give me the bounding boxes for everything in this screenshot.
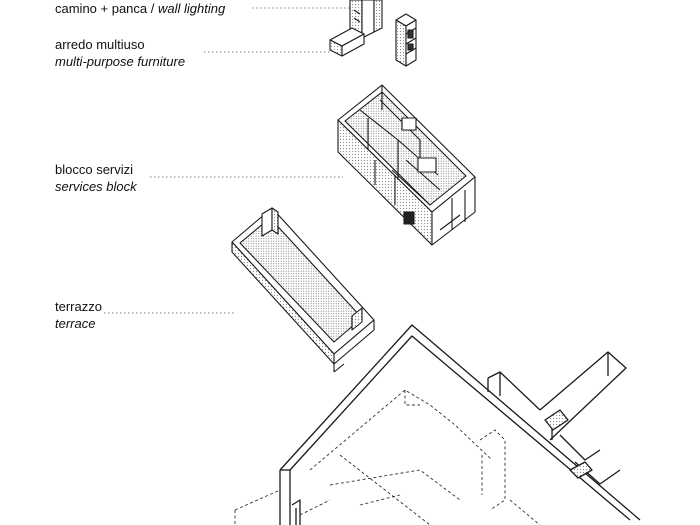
label-terrace-en: terrace <box>55 316 96 331</box>
leader-lines <box>104 7 352 314</box>
label-furniture-en: multi-purpose furniture <box>55 54 186 69</box>
label-fireplace-italic: wall lighting <box>157 1 226 16</box>
label-services: blocco servizi services block <box>55 161 137 195</box>
label-services-it: blocco servizi <box>55 162 134 177</box>
multipurpose-furniture-drawing <box>395 13 417 67</box>
label-fireplace-text: camino + panca / <box>55 1 158 16</box>
label-furniture-it: arredo multiuso <box>55 37 145 52</box>
label-fireplace: camino + panca / wall lighting <box>55 0 225 17</box>
fireplace-bench-drawing <box>329 0 383 57</box>
label-services-en: services block <box>55 179 137 194</box>
label-terrace-it: terrazzo <box>55 299 102 314</box>
services-block-drawing <box>337 84 476 246</box>
label-terrace: terrazzo terrace <box>55 298 102 332</box>
main-shell-hidden-lines <box>234 389 541 525</box>
main-shell-drawing <box>279 324 641 525</box>
terrace-drawing <box>231 207 375 373</box>
label-furniture: arredo multiuso multi-purpose furniture <box>55 36 185 70</box>
